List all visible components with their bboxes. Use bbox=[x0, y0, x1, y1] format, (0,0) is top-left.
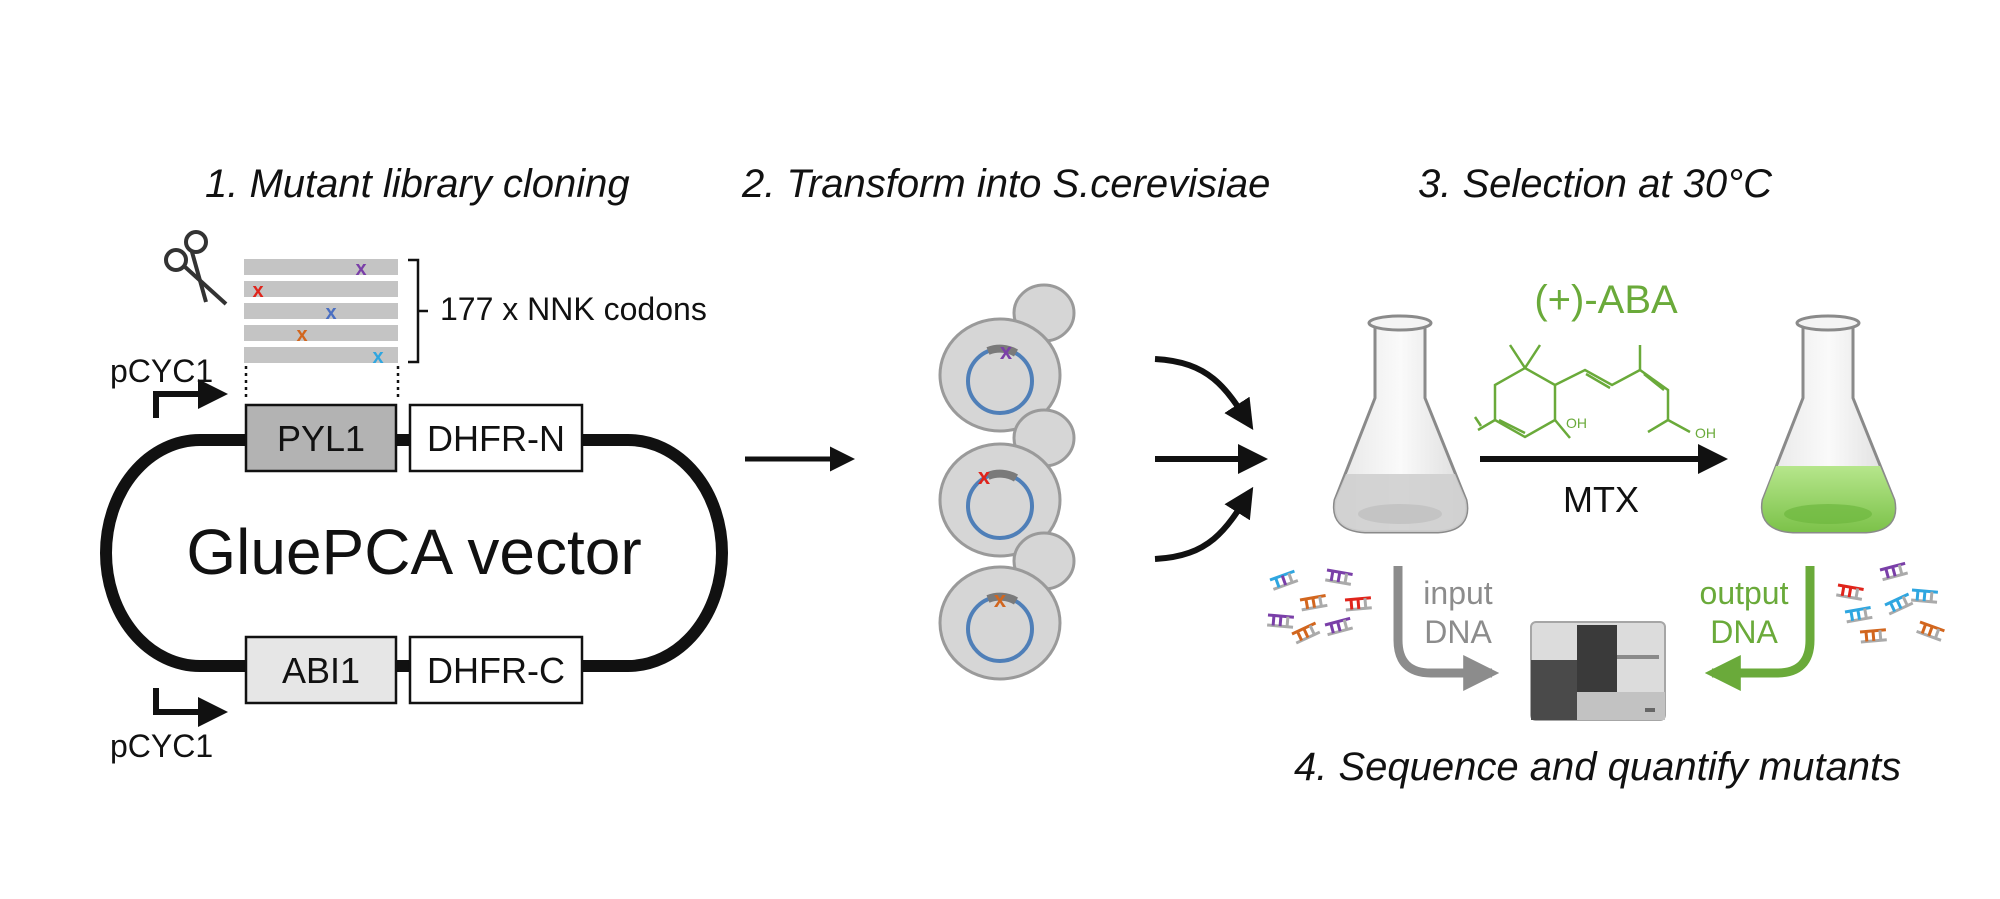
mutation-mark: x bbox=[994, 587, 1007, 612]
pyl1-label: PYL1 bbox=[277, 418, 365, 459]
step3-title: 3. Selection at 30°C bbox=[1418, 162, 1773, 206]
vector-name: GluePCA vector bbox=[186, 516, 641, 588]
input-label-line1: input bbox=[1423, 575, 1493, 611]
yeast-cell-icon: x bbox=[938, 408, 1076, 558]
mutation-mark: x bbox=[1000, 339, 1013, 364]
dhfr-c-box bbox=[408, 635, 584, 705]
aba-molecule-icon bbox=[1473, 344, 1691, 439]
promoter-arrow-bottom bbox=[153, 688, 228, 727]
yeast-cell-icon: x bbox=[938, 283, 1076, 433]
drug-label: MTX bbox=[1563, 479, 1639, 520]
step1-title: 1. Mutant library cloning bbox=[205, 162, 630, 206]
output-label-line2: DNA bbox=[1710, 614, 1778, 650]
mutation-mark: x bbox=[355, 258, 366, 280]
output-label-line1: output bbox=[1700, 575, 1789, 611]
sequencer-icon bbox=[1530, 621, 1666, 721]
ligand-label: (+)-ABA bbox=[1534, 278, 1678, 322]
input-label-line2: DNA bbox=[1424, 614, 1492, 650]
promoter-label-top: pCYC1 bbox=[110, 353, 213, 389]
library-bracket bbox=[408, 258, 428, 364]
mutation-mark: x bbox=[296, 324, 307, 346]
promoter-arrow-top bbox=[153, 379, 228, 418]
dhfr-c-label: DHFR-C bbox=[427, 650, 565, 691]
mutation-mark: x bbox=[252, 280, 263, 302]
output-dna-arrow bbox=[1704, 566, 1815, 691]
pooling-arrow bbox=[1154, 486, 1254, 562]
input-dna-arrow bbox=[1393, 566, 1500, 691]
mutation-mark: x bbox=[372, 346, 383, 368]
dna-fragment-icon bbox=[1266, 568, 1372, 645]
abi1-box bbox=[244, 635, 398, 705]
flask-icon bbox=[1760, 314, 1897, 534]
pyl1-box bbox=[244, 403, 398, 473]
abi1-label: ABI1 bbox=[282, 650, 360, 691]
codons-label: 177 x NNK codons bbox=[440, 291, 707, 327]
dhfr-n-box bbox=[408, 403, 584, 473]
dna-fragment-icon bbox=[1836, 561, 1945, 644]
mutation-mark: x bbox=[978, 464, 991, 489]
step2-title: 2. Transform into S.cerevisiae bbox=[741, 162, 1270, 206]
flask-icon bbox=[1332, 314, 1469, 534]
pooling-arrow bbox=[1154, 356, 1254, 431]
mutant-library-strands: x x x x x bbox=[244, 258, 398, 368]
mutation-mark: x bbox=[325, 302, 336, 324]
gluepca-vector: PYL1 DHFR-N ABI1 DHFR-C GluePCA vector p… bbox=[100, 353, 728, 764]
promoter-label-bottom: pCYC1 bbox=[110, 728, 213, 764]
step4-title: 4. Sequence and quantify mutants bbox=[1294, 745, 1901, 789]
scissors-icon bbox=[164, 230, 228, 306]
hydroxyl-label: OH bbox=[1695, 425, 1716, 441]
yeast-cell-icon: x bbox=[938, 531, 1076, 681]
dhfr-n-label: DHFR-N bbox=[427, 418, 565, 459]
hydroxyl-label: OH bbox=[1566, 415, 1587, 431]
